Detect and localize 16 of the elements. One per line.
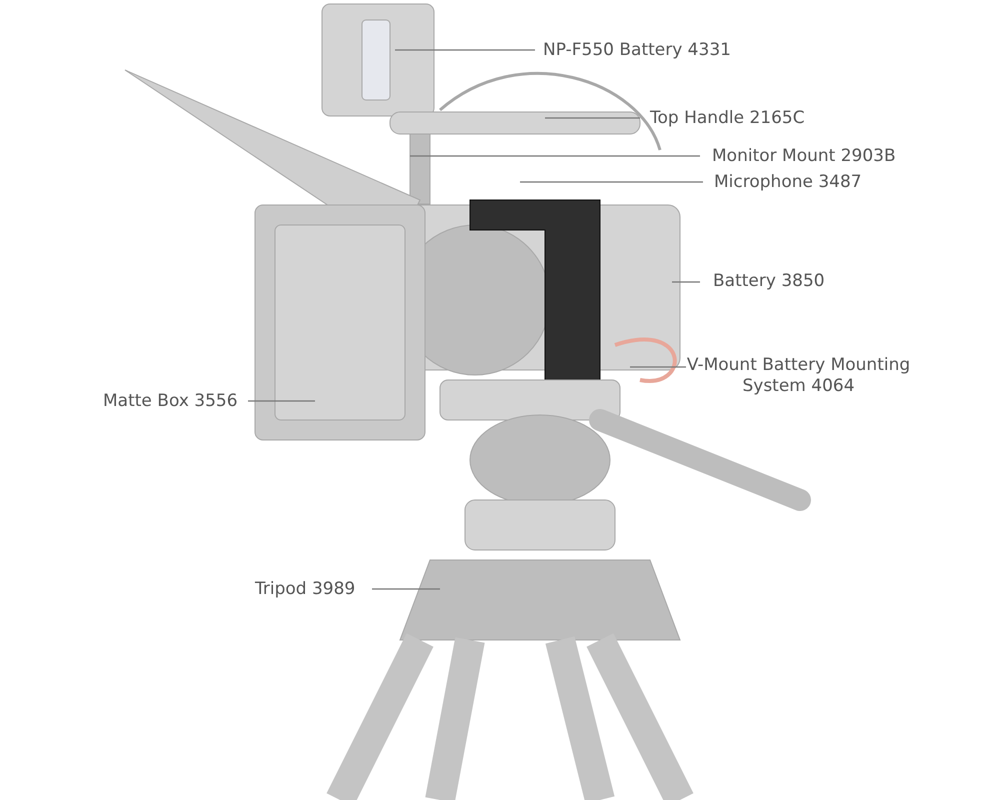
callout-label: Battery 3850 (713, 271, 825, 292)
callout-label: Microphone 3487 (714, 172, 862, 193)
leader-line (395, 49, 535, 51)
callout-label: Matte Box 3556 (103, 391, 238, 412)
callout-label: Monitor Mount 2903B (712, 146, 896, 167)
leader-line (630, 366, 686, 368)
leader-line (248, 400, 315, 402)
leader-line (372, 588, 440, 590)
callout-label: NP-F550 Battery 4331 (543, 40, 731, 61)
leader-line (672, 281, 700, 283)
callout-label: Top Handle 2165C (650, 108, 805, 129)
leader-line (410, 155, 700, 157)
leader-line (545, 117, 640, 119)
callout-label: Tripod 3989 (255, 579, 356, 600)
leader-line (520, 181, 703, 183)
callout-label: V-Mount Battery Mounting System 4064 (686, 355, 911, 397)
